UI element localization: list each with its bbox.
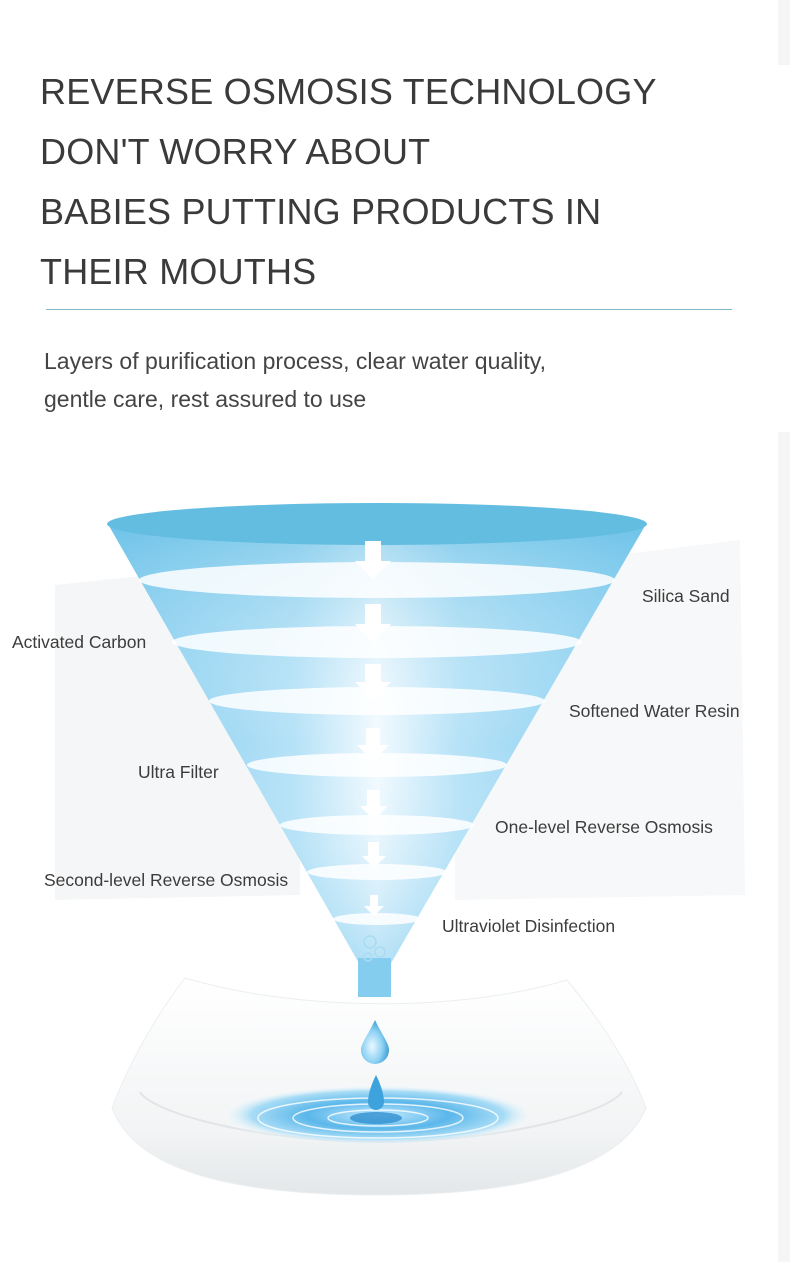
flow-arrows	[355, 541, 391, 916]
filter-layer-disc	[333, 913, 421, 925]
water-drop-icon	[361, 1020, 389, 1064]
down-arrow-icon	[355, 541, 391, 579]
label-one-level-ro: One-level Reverse Osmosis	[495, 817, 713, 837]
side-strip	[778, 432, 790, 1262]
subtitle-line: gentle care, rest assured to use	[44, 386, 367, 412]
filter-layer-disc	[247, 753, 507, 777]
filter-layer-disc	[139, 562, 615, 598]
filter-layers	[139, 562, 615, 925]
filtration-funnel-graphic	[55, 503, 745, 1196]
funnel-spout	[358, 958, 391, 997]
subtitle-line: Layers of purification process, clear wa…	[44, 348, 546, 374]
label-silica-sand: Silica Sand	[642, 586, 730, 606]
down-arrow-icon	[364, 895, 384, 916]
subtitle: Layers of purification process, clear wa…	[44, 342, 684, 418]
label-uv-disinfection: Ultraviolet Disinfection	[442, 916, 616, 936]
filter-layer-disc	[172, 626, 582, 658]
down-arrow-icon	[360, 790, 388, 820]
title-line: BABIES PUTTING PRODUCTS IN	[40, 191, 602, 232]
funnel-top-rim	[107, 503, 647, 545]
filter-layer-disc	[209, 687, 545, 715]
divider	[46, 309, 732, 310]
page-title: REVERSE OSMOSIS TECHNOLOGY DON'T WORRY A…	[40, 62, 740, 302]
filter-layer-disc	[280, 815, 474, 835]
down-arrow-icon	[355, 604, 391, 642]
water-splash-base	[350, 1112, 402, 1124]
down-arrow-icon	[362, 842, 386, 868]
down-arrow-icon	[357, 728, 389, 761]
filter-layer-disc	[307, 864, 447, 880]
bubbles	[363, 935, 386, 962]
down-arrow-icon	[355, 664, 391, 700]
water-splash	[368, 1075, 384, 1110]
label-softened-water-resin: Softened Water Resin	[569, 701, 740, 721]
title-line: REVERSE OSMOSIS TECHNOLOGY	[40, 71, 657, 112]
label-activated-carbon: Activated Carbon	[12, 632, 147, 652]
label-ultra-filter: Ultra Filter	[138, 762, 219, 782]
label-second-level-ro: Second-level Reverse Osmosis	[44, 870, 289, 890]
side-strip	[778, 0, 790, 65]
title-line: THEIR MOUTHS	[40, 251, 317, 292]
title-line: DON'T WORRY ABOUT	[40, 131, 431, 172]
